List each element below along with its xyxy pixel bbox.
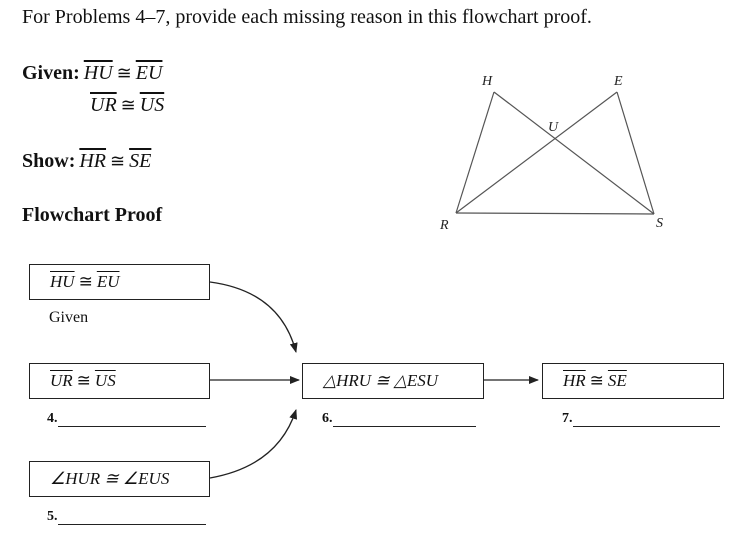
point-label-S: S — [656, 216, 663, 231]
show-segment-a: HR — [79, 150, 107, 172]
given-statement-2: UR ≅ US — [90, 94, 164, 117]
reason-7-number: 7. — [562, 411, 573, 426]
segment-HR — [455, 91, 495, 214]
reason-5-number: 5. — [47, 509, 58, 524]
reason-6-blank[interactable]: 6. — [322, 411, 476, 427]
segment-ER — [455, 91, 618, 214]
box2-segment-b: US — [94, 371, 116, 390]
box5-segment-a: HR — [563, 371, 586, 390]
reason-4-number: 4. — [47, 411, 58, 426]
box3-statement: ∠HUR ≅ ∠EUS — [50, 469, 170, 488]
reason-6-line[interactable] — [332, 414, 476, 427]
box2-segment-a: UR — [50, 371, 73, 390]
segment-ES — [616, 91, 655, 215]
given-1-congruent-symbol: ≅ — [116, 63, 132, 83]
geometry-figure — [455, 91, 655, 215]
box1-segment-a: HU — [50, 272, 75, 291]
box1-segment-b: EU — [96, 272, 120, 291]
flowchart-proof-heading: Flowchart Proof — [22, 204, 163, 226]
box5-congruent-symbol: ≅ — [589, 371, 604, 390]
given-2-segment-b: US — [139, 94, 165, 116]
reason-4-blank[interactable]: 4. — [47, 411, 206, 427]
reason-7-blank[interactable]: 7. — [562, 411, 720, 427]
show-congruent-symbol: ≅ — [110, 151, 126, 171]
reason-5-blank[interactable]: 5. — [47, 509, 206, 525]
given-label: Given: — [22, 62, 80, 84]
box2-congruent-symbol: ≅ — [76, 371, 91, 390]
segment-RS — [455, 212, 655, 215]
show-statement: Show: HR ≅ SE — [22, 150, 151, 173]
box1-congruent-symbol: ≅ — [78, 272, 93, 291]
point-label-E: E — [613, 74, 623, 89]
flowchart-box-triangles: △HRU ≅ △ESU — [302, 363, 484, 399]
flowchart-box-hr-se: HR ≅ SE — [542, 363, 724, 399]
reason-7-line[interactable] — [572, 414, 720, 427]
point-label-R: R — [439, 218, 449, 233]
problem-intro: For Problems 4–7, provide each missing r… — [22, 6, 592, 28]
point-label-H: H — [481, 74, 493, 89]
flowchart-box-angles: ∠HUR ≅ ∠EUS — [29, 461, 210, 497]
flowchart-box-ur-us: UR ≅ US — [29, 363, 210, 399]
given-1-segment-a: HU — [83, 62, 113, 84]
reason-6-number: 6. — [322, 411, 333, 426]
given-2-congruent-symbol: ≅ — [120, 95, 136, 115]
reason-5-line[interactable] — [57, 512, 206, 525]
arrow-box3-to-box4 — [209, 409, 298, 479]
given-1-segment-b: EU — [135, 62, 163, 84]
show-label: Show: — [22, 150, 76, 172]
show-segment-b: SE — [129, 150, 152, 172]
given-statement-1: Given: HU ≅ EU — [22, 62, 162, 85]
box1-reason: Given — [49, 309, 89, 326]
point-label-U: U — [548, 120, 559, 135]
reason-4-line[interactable] — [57, 414, 206, 427]
arrow-box1-to-box4 — [209, 281, 298, 353]
box4-statement: △HRU ≅ △ESU — [323, 371, 438, 390]
segment-HS — [493, 91, 655, 215]
box5-segment-b: SE — [607, 371, 627, 390]
given-2-segment-a: UR — [90, 94, 117, 116]
flowchart-box-hu-eu: HU ≅ EU — [29, 264, 210, 300]
